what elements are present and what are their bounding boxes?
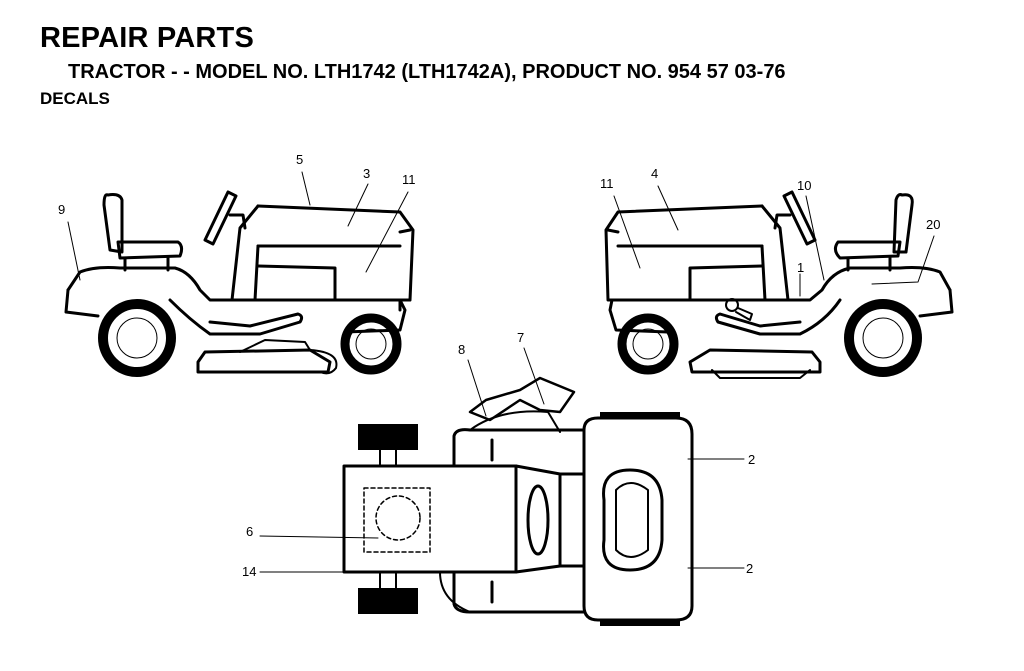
callout-5: 5 [296,152,303,167]
callout-7: 7 [517,330,524,345]
callout-3: 3 [363,166,370,181]
callout-1: 1 [797,260,804,275]
leader-lines [67,171,935,573]
callout-11-left: 11 [402,172,416,187]
page-subtitle: TRACTOR - - MODEL NO. LTH1742 (LTH1742A)… [68,61,786,83]
callout-14: 14 [242,564,256,579]
tractor-right-side-view [604,190,954,379]
tractor-top-view [342,376,694,626]
callout-9: 9 [58,202,65,217]
callout-4: 4 [651,166,658,181]
section-title: DECALS [40,89,110,108]
callout-labels: 9 5 3 11 11 4 10 20 1 8 7 2 2 6 14 [58,152,940,579]
callout-10: 10 [797,178,811,193]
tractor-left-side-view [64,190,415,377]
callout-20: 20 [926,217,940,232]
callout-2-upper: 2 [748,452,755,467]
callout-6: 6 [246,524,253,539]
page-title: REPAIR PARTS [40,22,255,54]
callout-2-lower: 2 [746,561,753,576]
callout-11-right: 11 [600,176,614,191]
callout-8: 8 [458,342,465,357]
